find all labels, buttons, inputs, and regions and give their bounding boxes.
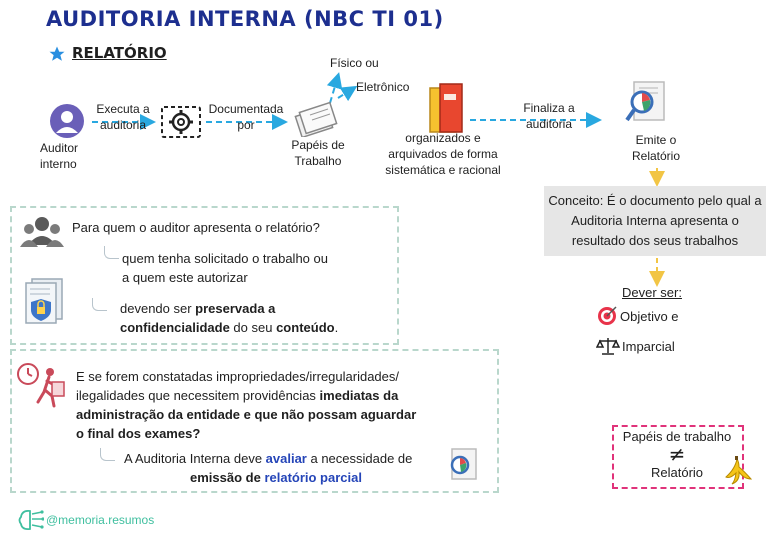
must-be-heading: Dever ser: (622, 285, 682, 300)
branch-physical: Físico ou (330, 56, 379, 70)
section-heading: RELATÓRIO (72, 44, 167, 62)
partial-answer-line1: A Auditoria Interna deve avaliar a neces… (124, 450, 412, 468)
subitem-arrow-icon (104, 246, 119, 259)
partial-question-line3: administração da entidade e que não poss… (76, 407, 417, 422)
confidentiality-emphasis: confidencialidade (120, 320, 230, 335)
folder-icon (426, 82, 466, 141)
banana-peel-icon (720, 455, 754, 490)
confidentiality-text: do seu (229, 320, 277, 335)
report-analysis-icon (446, 448, 480, 487)
not-equal-symbol: ≠ (668, 442, 686, 466)
auditor-icon (49, 103, 85, 144)
confidentiality-emphasis: preservada a (195, 301, 276, 316)
report-analysis-icon (624, 80, 670, 129)
secure-document-icon (20, 277, 66, 332)
star-icon (48, 45, 66, 68)
partial-answer-emphasis: avaliar (265, 451, 307, 466)
subitem-arrow-icon (100, 448, 115, 461)
partial-question-line1: E se forem constatadas impropriedades/ir… (76, 369, 400, 384)
partial-question-line2: ilegalidades que necessitem providências… (76, 387, 398, 405)
confidentiality-text: . (334, 320, 339, 335)
concept-text: Conceito: É o documento pelo qual a Audi… (548, 193, 762, 248)
partial-answer-line2: emissão de relatório parcial (190, 469, 362, 487)
recipient-question: Para quem o auditor apresenta o relatóri… (72, 220, 320, 235)
confidentiality-emphasis: conteúdo (276, 320, 335, 335)
partial-question-text: ilegalidades que necessitem providências (76, 388, 320, 403)
recipient-answer-line1: quem tenha solicitado o trabalho ou (122, 251, 328, 266)
papers-icon (292, 97, 338, 142)
partial-question-emphasis: imediatas da (319, 388, 399, 403)
confidentiality-text: devendo ser (120, 301, 196, 316)
papers-label: Papéis de Trabalho (291, 138, 345, 168)
partial-answer-text: A Auditoria Interna deve (124, 451, 266, 466)
edge-documented-label: Documentada por (208, 102, 284, 132)
confidentiality-line1: devendo ser preservada a (120, 300, 275, 318)
target-icon (597, 306, 617, 331)
brain-logo-icon (18, 508, 45, 537)
footer-handle: @memoria.resumos (46, 513, 155, 527)
edge-execute-label: Executa a auditoria (96, 102, 150, 132)
page-title: AUDITORIA INTERNA (NBC TI 01) (46, 7, 444, 31)
not-equal-top: Papéis de trabalho (622, 429, 732, 444)
partial-answer-text: a necessidade de (306, 451, 413, 466)
people-icon (20, 215, 64, 258)
not-equal-bottom: Relatório (650, 465, 704, 480)
partial-report-box (10, 349, 499, 493)
recipient-answer-line2: a quem este autorizar (122, 270, 248, 285)
edge-finalize-label: Finaliza a auditoria (523, 101, 575, 131)
must-be-impartial: Imparcial (622, 339, 675, 354)
not-equal-box (612, 425, 744, 489)
confidentiality-line2: confidencialidade do seu conteúdo. (120, 319, 338, 337)
branch-electronic: Eletrônico (356, 80, 410, 94)
actor-label: Auditor interno (40, 141, 79, 171)
gear-process-icon (160, 104, 202, 145)
subitem-arrow-icon (92, 298, 107, 311)
must-be-objective: Objetivo e (620, 309, 679, 324)
partial-answer-emphasis: emissão de (190, 470, 265, 485)
concept-box: Conceito: É o documento pelo qual a Audi… (544, 186, 766, 256)
report-label: Emite o Relatório (631, 133, 681, 163)
recipient-box (10, 206, 399, 345)
partial-question-line4: o final dos exames? (76, 426, 201, 441)
scales-icon (595, 337, 621, 360)
organized-label: organizados e arquivados de forma sistem… (385, 131, 501, 177)
partial-answer-emphasis: relatório parcial (264, 470, 362, 485)
rushing-person-icon (16, 362, 66, 415)
